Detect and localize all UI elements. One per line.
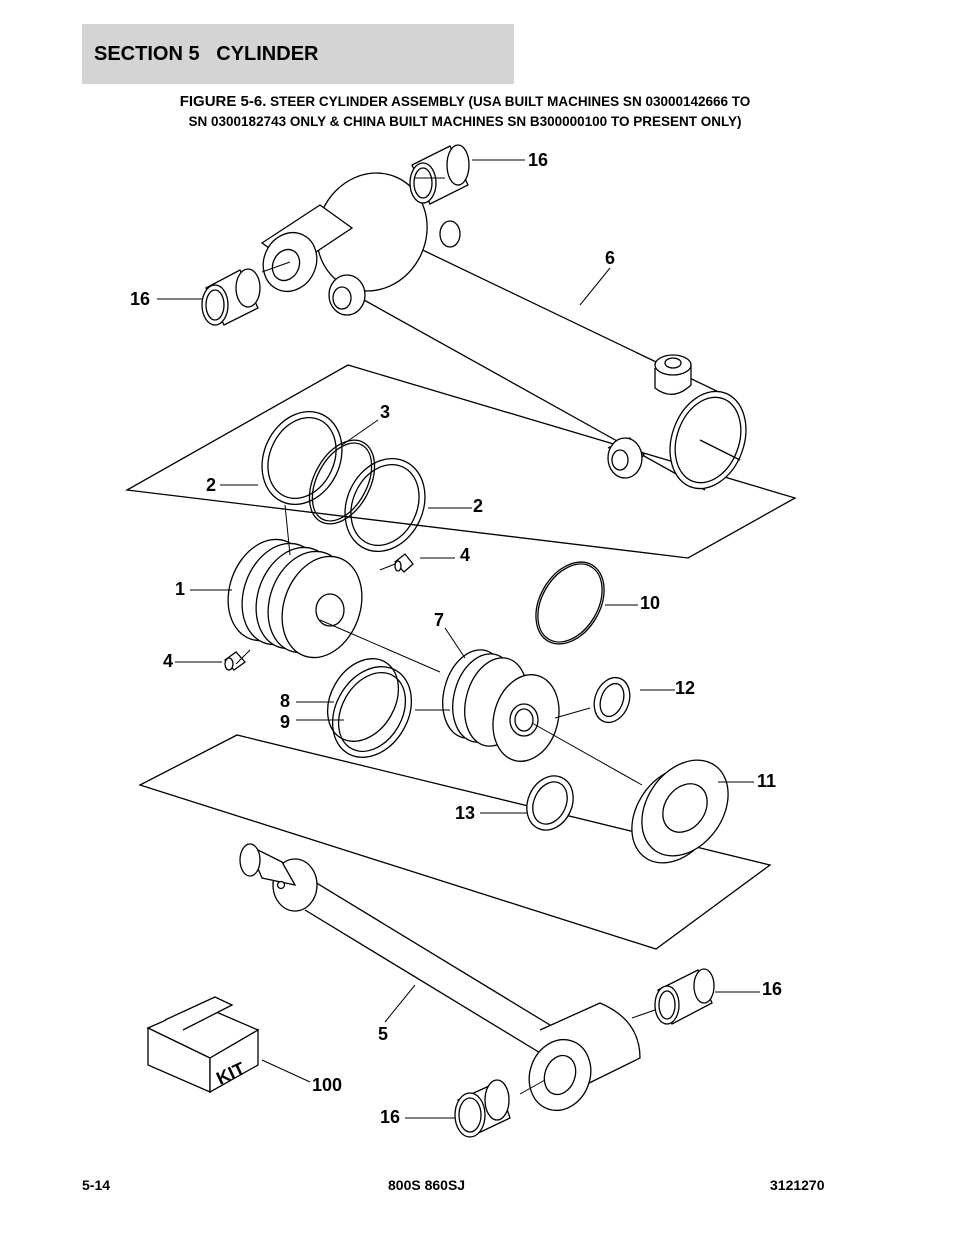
leader-lines xyxy=(157,159,760,1119)
caption-line-2: SN 0300182743 ONLY & CHINA BUILT MACHINE… xyxy=(188,114,742,129)
wear-rings-and-o-ring xyxy=(261,410,426,553)
cylinder-head xyxy=(442,649,560,762)
assembly-centerlines xyxy=(235,177,656,1095)
callout-16-rod-right: 16 xyxy=(762,979,782,999)
section-header: SECTION 5 CYLINDER xyxy=(82,24,514,84)
cylinder-barrel xyxy=(260,172,747,491)
callout-2-left: 2 xyxy=(206,475,216,495)
footer-doc-number: 3121270 xyxy=(770,1177,825,1193)
callout-16-left: 16 xyxy=(130,289,150,309)
callout-4-left: 4 xyxy=(163,651,173,671)
callout-16-top: 16 xyxy=(528,150,548,170)
footer-model: 800S 860SJ xyxy=(388,1177,466,1193)
footer-page-number: 5-14 xyxy=(82,1177,111,1193)
bushing-rod-end-bottom xyxy=(454,1079,511,1138)
kit-box xyxy=(146,996,260,1094)
callout-6: 6 xyxy=(605,248,615,268)
figure-number: FIGURE 5-6. xyxy=(179,93,267,110)
lower-section-plane xyxy=(138,734,772,950)
rod-seal-12 xyxy=(593,676,631,724)
head-seal-8-9 xyxy=(326,658,412,758)
section-title: SECTION 5 CYLINDER xyxy=(94,42,319,65)
callout-16-bottom: 16 xyxy=(380,1107,400,1127)
callout-8: 8 xyxy=(280,691,290,711)
callout-3: 3 xyxy=(380,402,390,422)
callout-13: 13 xyxy=(455,803,475,823)
callout-12: 12 xyxy=(675,678,695,698)
callout-1: 1 xyxy=(175,579,185,599)
bushing-left xyxy=(201,268,261,326)
callout-7: 7 xyxy=(434,610,444,630)
callout-100: 100 xyxy=(312,1075,342,1095)
callout-2-right: 2 xyxy=(473,496,483,516)
piston xyxy=(227,538,363,659)
o-ring-10-inner xyxy=(537,563,603,643)
wiper-13 xyxy=(526,775,574,831)
upper-section-plane xyxy=(124,364,797,559)
callout-9: 9 xyxy=(280,712,290,732)
locknut-11 xyxy=(631,759,729,864)
bushing-top xyxy=(409,144,470,205)
piston-rod xyxy=(239,843,641,1112)
callout-4-right: 4 xyxy=(460,545,470,565)
callout-5: 5 xyxy=(378,1024,388,1044)
caption-line-1: STEER CYLINDER ASSEMBLY (USA BUILT MACHI… xyxy=(270,94,751,109)
figure-caption: FIGURE 5-6. STEER CYLINDER ASSEMBLY (USA… xyxy=(110,92,820,132)
callout-11: 11 xyxy=(757,771,776,791)
callout-10: 10 xyxy=(640,593,660,613)
o-ring-10 xyxy=(535,561,605,645)
set-screws xyxy=(224,553,414,671)
bushing-rod-end-right xyxy=(654,968,715,1025)
